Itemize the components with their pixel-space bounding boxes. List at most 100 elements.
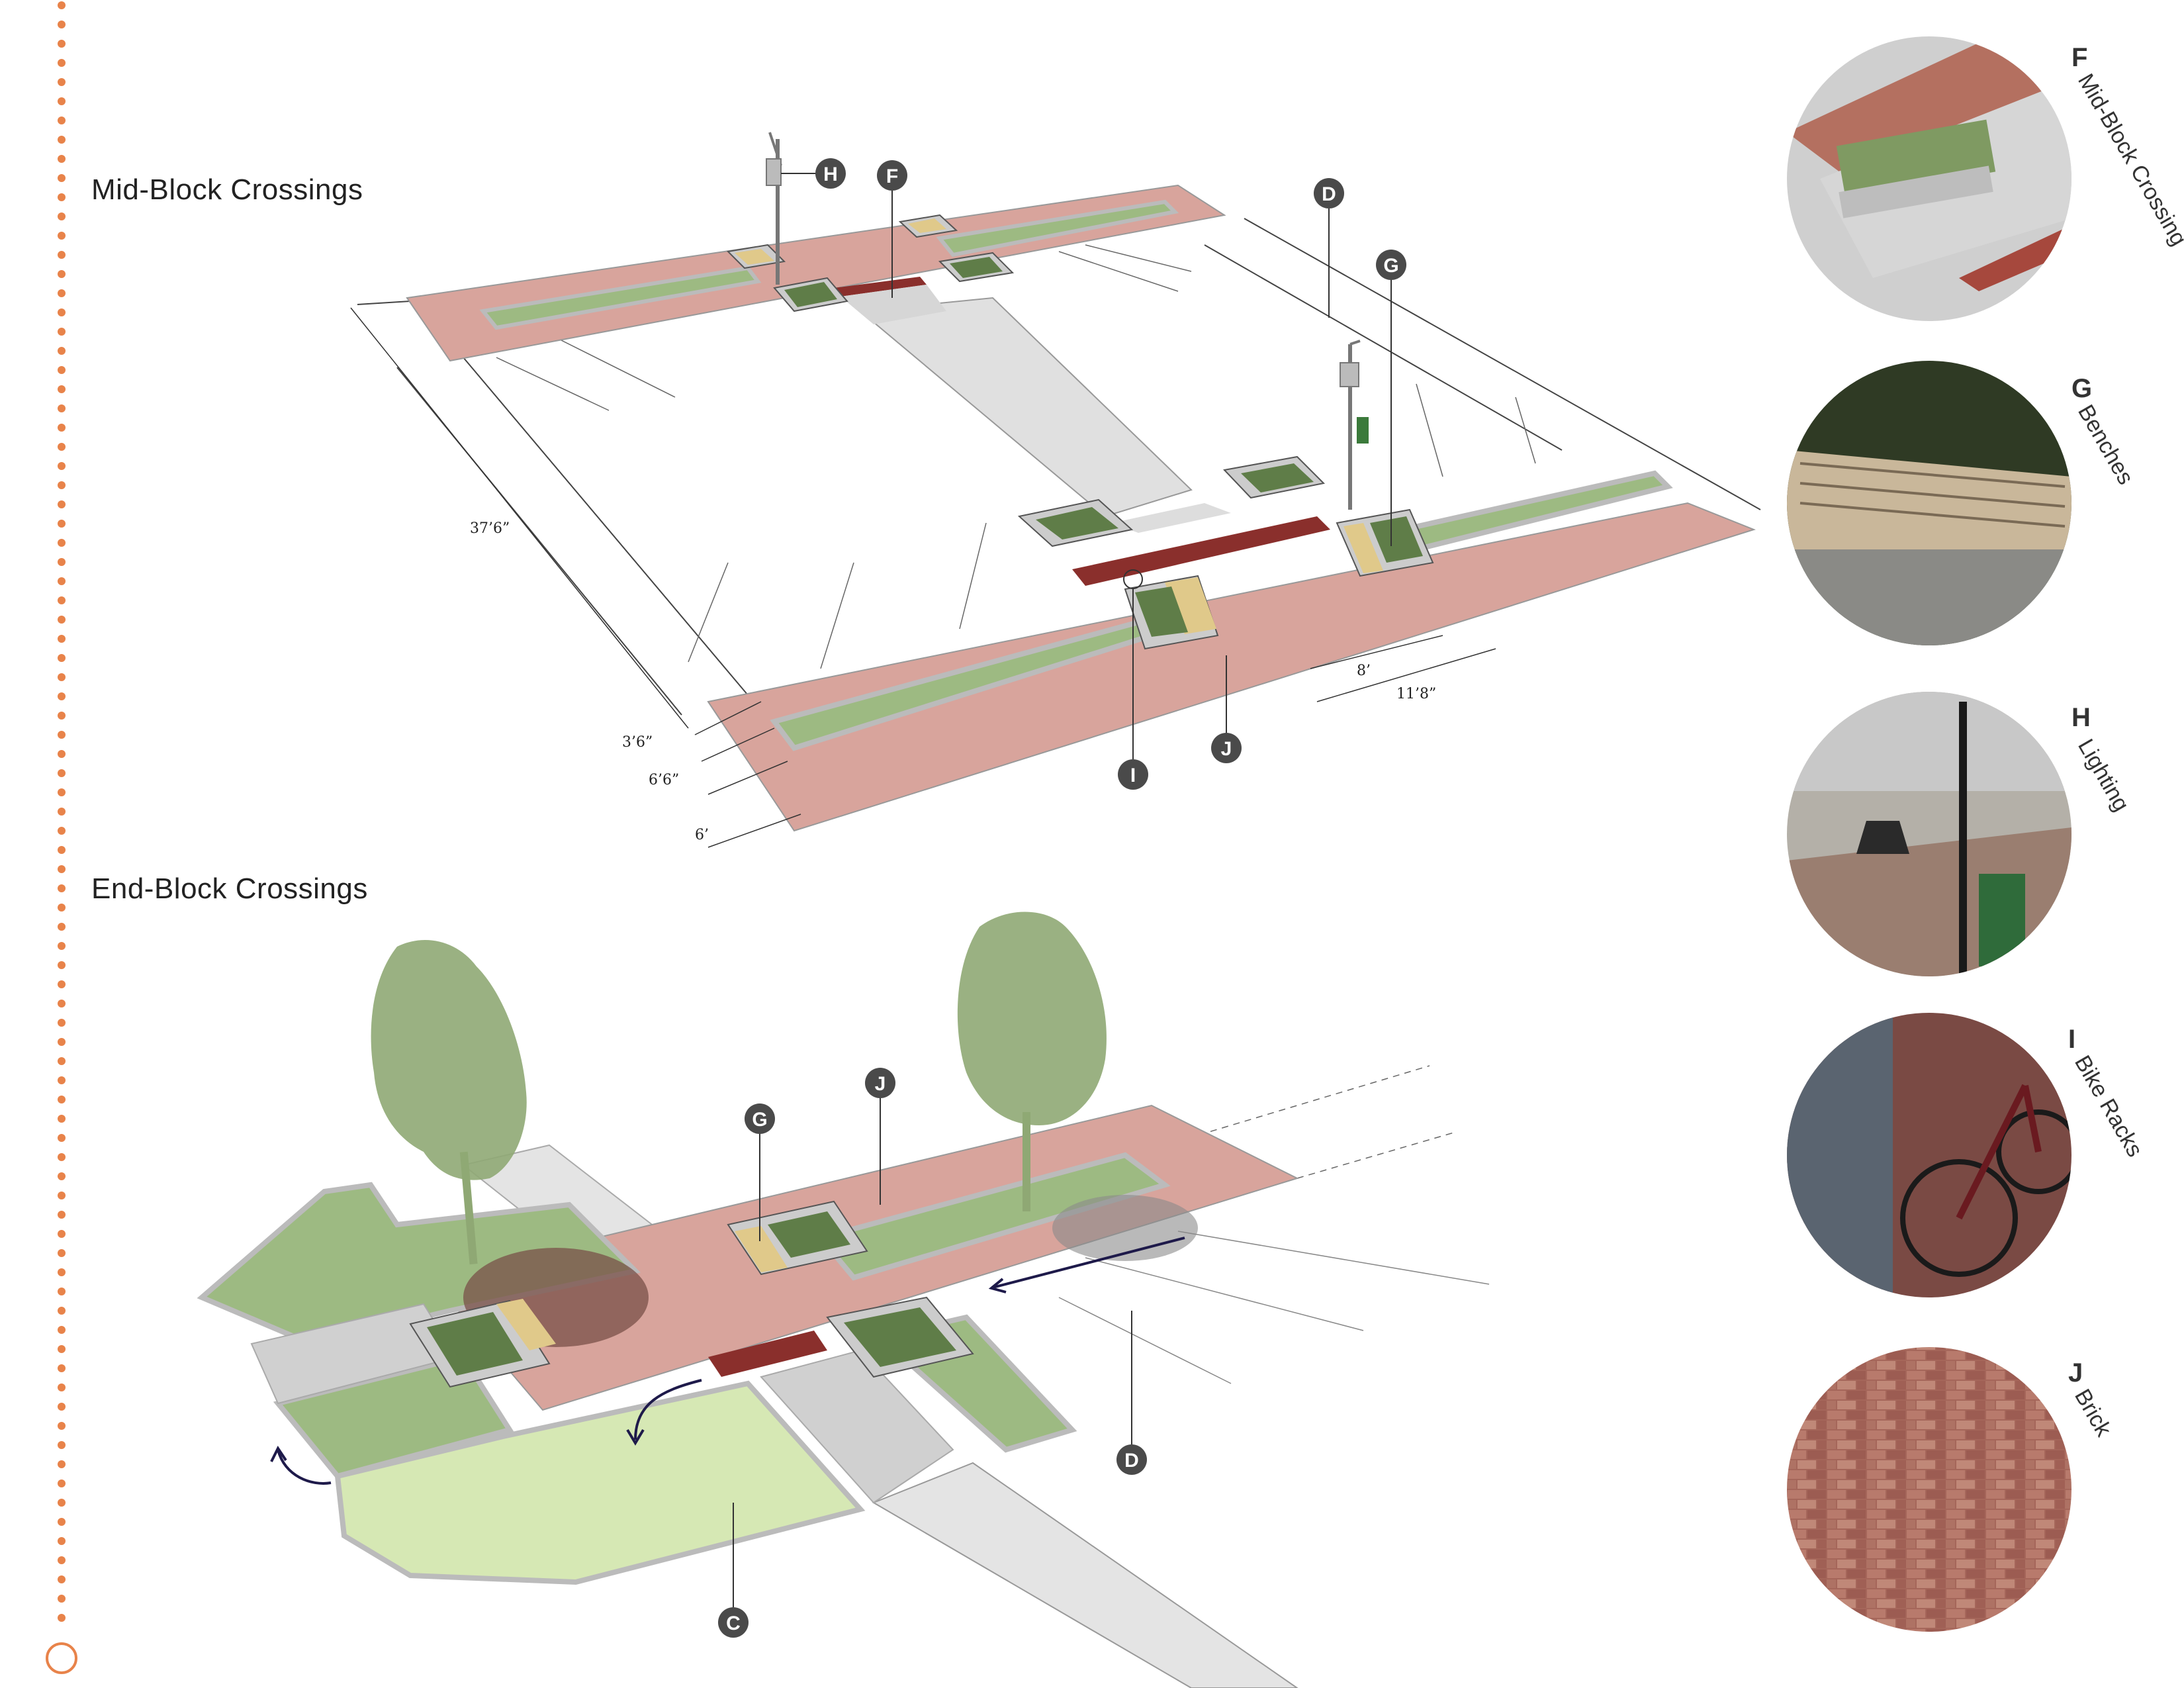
dim-label-6: 6’ — [695, 827, 709, 843]
rail-dot — [58, 750, 66, 758]
paving-right — [760, 1349, 954, 1504]
rail-dot — [58, 1000, 66, 1008]
rail-dot — [58, 1614, 66, 1622]
rail-dot — [58, 212, 66, 220]
rail-dot — [58, 1268, 66, 1276]
dim-label-4: 3’6” — [622, 734, 653, 751]
rail-dot — [58, 59, 66, 67]
top-planter-right — [936, 199, 1179, 258]
tree-right — [957, 912, 1107, 1211]
callout-D: D — [1314, 178, 1344, 318]
dimension-lines — [350, 307, 1496, 848]
rail-dot — [58, 712, 66, 720]
rail-dot — [58, 980, 66, 988]
rail-dot — [58, 961, 66, 969]
end-block-diagram: G J D C — [197, 912, 1490, 1688]
rail-dot — [58, 1096, 66, 1103]
rail-dot — [58, 40, 66, 48]
rail-dot — [58, 1192, 66, 1199]
rail-dot — [58, 1230, 66, 1238]
rail-dot — [58, 865, 66, 873]
rail-dot — [58, 1518, 66, 1526]
rail-dot — [58, 884, 66, 892]
rail-dot — [58, 673, 66, 681]
rail-dot — [58, 117, 66, 124]
bottom-crosswalk-dark — [1072, 516, 1330, 586]
light-pole-bottom — [1340, 340, 1369, 510]
left-dotted-rail — [46, 1, 77, 1674]
rail-dot — [58, 596, 66, 604]
rail-dot — [58, 1211, 66, 1219]
rail-dot — [58, 78, 66, 86]
svg-text:C: C — [726, 1613, 741, 1634]
rail-dot — [58, 769, 66, 777]
rail-dot — [58, 251, 66, 259]
rail-dot — [58, 1556, 66, 1564]
rail-dot — [58, 1134, 66, 1142]
svg-text:G: G — [1383, 255, 1398, 277]
dim-label-1: 37’6” — [470, 520, 510, 537]
rail-dot — [58, 1249, 66, 1257]
photo-F-mid-block-crossing — [1787, 36, 2071, 321]
rail-dot — [58, 232, 66, 240]
rail-dot — [58, 1345, 66, 1353]
top-planter-left — [479, 265, 762, 330]
rail-dot — [58, 731, 66, 739]
photo-H-lighting — [1787, 692, 2071, 976]
svg-text:J: J — [875, 1073, 886, 1095]
rail-dot — [58, 174, 66, 182]
rail-dot — [58, 827, 66, 835]
rail-dot — [58, 1364, 66, 1372]
rail-dot — [58, 808, 66, 816]
callout-H: H — [781, 158, 846, 189]
parking-lot-outline — [357, 218, 1761, 716]
rail-dot — [58, 1383, 66, 1391]
callout-I: I — [1118, 569, 1148, 790]
photo-letter-I: I — [2068, 1025, 2076, 1054]
mid-block-diagram: 37’6” 8’ 11’8” 3’6” 6’6” 6’ H F D G — [350, 132, 1761, 848]
bottom-planter-boxes — [1017, 455, 1434, 650]
rail-dot — [58, 366, 66, 374]
svg-text:D: D — [1124, 1450, 1139, 1472]
end-callout-D: D — [1116, 1311, 1147, 1475]
rail-dot — [58, 904, 66, 912]
end-crosswalk-dark — [708, 1331, 827, 1377]
top-planter-boxes — [726, 214, 1015, 312]
rail-dot — [58, 21, 66, 28]
callout-F: F — [877, 160, 907, 298]
rail-dot — [58, 500, 66, 508]
rail-dot — [58, 520, 66, 528]
rail-dot — [58, 1537, 66, 1545]
end-callout-J: J — [865, 1068, 895, 1205]
rail-dot — [58, 1076, 66, 1084]
rail-dot — [58, 923, 66, 931]
rail-dot — [58, 481, 66, 489]
bottom-crosswalk-paving — [1112, 503, 1231, 533]
rail-dot — [58, 462, 66, 470]
sidewalk-lower — [872, 1462, 1298, 1688]
end-callout-C: C — [718, 1503, 749, 1638]
rail-dot — [58, 424, 66, 432]
rail-dot — [58, 942, 66, 950]
rail-dot — [58, 1307, 66, 1315]
rail-end-circle — [46, 1642, 77, 1674]
rail-dot — [58, 385, 66, 393]
light-pole-top — [766, 132, 782, 285]
end-planter-boxes — [409, 1200, 974, 1388]
rail-dot — [58, 1595, 66, 1603]
parking-stall-lines — [496, 244, 1536, 669]
tree-shadow-right — [1052, 1195, 1198, 1261]
rail-dot — [58, 654, 66, 662]
photo-G-benches — [1787, 361, 2071, 645]
rail-dot — [58, 577, 66, 585]
svg-text:J: J — [1221, 738, 1232, 760]
rail-dot — [58, 788, 66, 796]
end-callout-G: G — [745, 1103, 775, 1241]
rail-dot — [58, 136, 66, 144]
rail-dot — [58, 1057, 66, 1065]
dim-label-5: 6’6” — [649, 772, 679, 788]
rail-dot — [58, 443, 66, 451]
rail-dot — [58, 97, 66, 105]
photo-letter-F: F — [2071, 43, 2088, 72]
rail-dot — [58, 1499, 66, 1507]
